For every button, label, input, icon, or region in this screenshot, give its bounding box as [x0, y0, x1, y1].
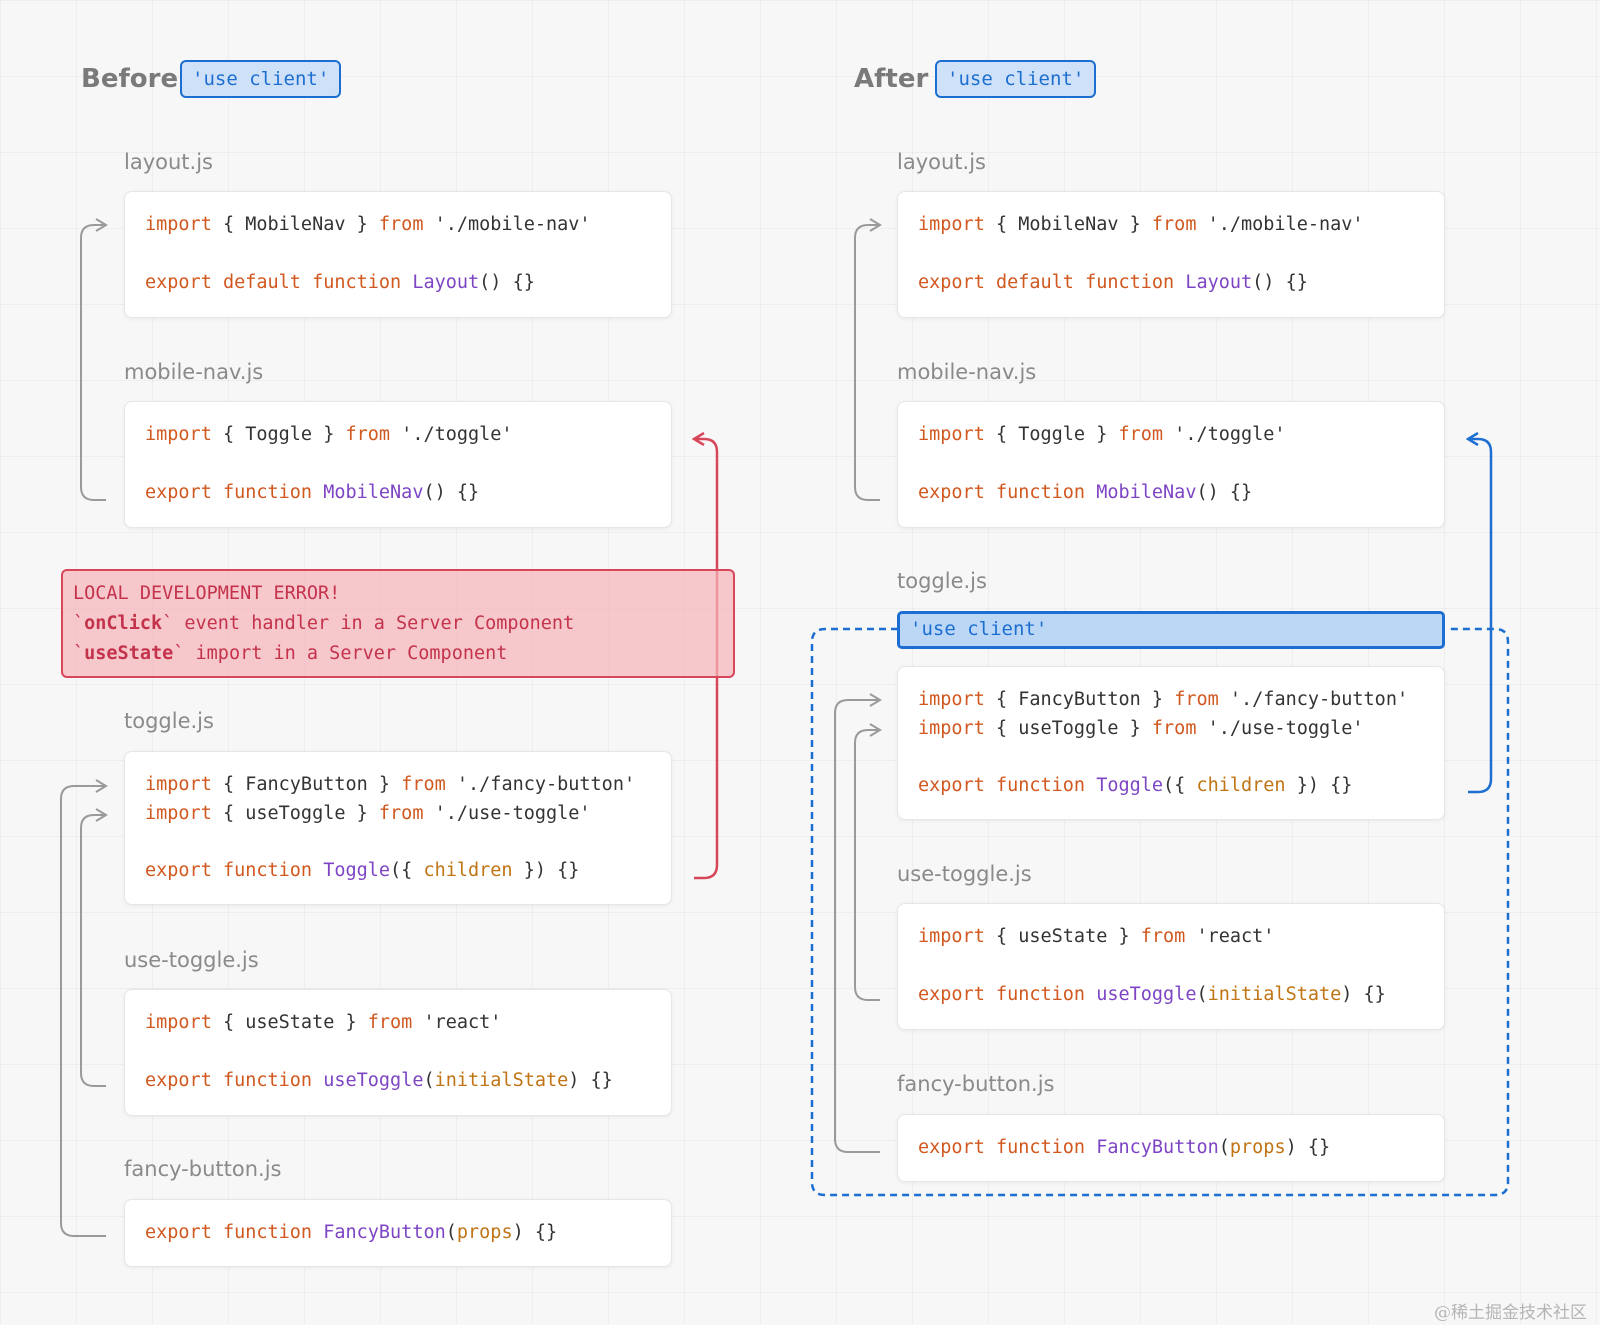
- code-line: export function useToggle(initialState) …: [918, 984, 1386, 1005]
- watermark: @稀土掘金技术社区: [1434, 1303, 1587, 1323]
- error-box: LOCAL DEVELOPMENT ERROR! `onClick` event…: [61, 569, 735, 678]
- before-use-client-badge: 'use client': [180, 60, 342, 98]
- before-file-label-toggle: toggle.js: [124, 709, 214, 733]
- code-line: import { useToggle } from './use-toggle': [145, 803, 591, 824]
- code-line: import { useState } from 'react': [918, 926, 1275, 947]
- after-file-label-layout: layout.js: [897, 150, 986, 174]
- use-client-directive: 'use client': [897, 611, 1445, 649]
- code-line: export function MobileNav() {}: [918, 482, 1253, 503]
- error-title: LOCAL DEVELOPMENT ERROR!: [73, 583, 341, 604]
- after-heading: After: [854, 64, 929, 94]
- after-file-label-toggle: toggle.js: [897, 569, 987, 593]
- code-line: import { FancyButton } from './fancy-but…: [145, 774, 636, 795]
- connector-layout-mobilenav: [80, 218, 108, 501]
- code-line: export function FancyButton(props) {}: [145, 1222, 558, 1243]
- connector-after-toggle-fancybutton: [834, 693, 882, 1153]
- after-code-fancy-button: export function FancyButton(props) {}: [897, 1114, 1445, 1182]
- code-line: import { Toggle } from './toggle': [145, 424, 513, 445]
- before-heading: Before: [81, 64, 179, 94]
- before-file-label-layout: layout.js: [124, 150, 213, 174]
- after-code-mobile-nav: import { Toggle } from './toggle' export…: [897, 401, 1445, 528]
- after-file-label-mobile-nav: mobile-nav.js: [897, 360, 1037, 384]
- code-line: export function Toggle({ children }) {}: [918, 775, 1353, 796]
- after-use-client-badge: 'use client': [935, 60, 1097, 98]
- after-code-layout: import { MobileNav } from './mobile-nav'…: [897, 191, 1445, 318]
- before-code-toggle: import { FancyButton } from './fancy-but…: [124, 751, 672, 905]
- code-line: export function Toggle({ children }) {}: [145, 860, 580, 881]
- before-code-use-toggle: import { useState } from 'react' export …: [124, 989, 672, 1116]
- client-boundary-connector: [1468, 439, 1493, 794]
- connector-toggle-fancybutton: [60, 779, 108, 1237]
- before-code-fancy-button: export function FancyButton(props) {}: [124, 1199, 672, 1267]
- code-line: import { Toggle } from './toggle': [918, 424, 1286, 445]
- code-line: import { useToggle } from './use-toggle': [918, 718, 1364, 739]
- after-code-toggle: import { FancyButton } from './fancy-but…: [897, 666, 1445, 820]
- code-line: export default function Layout() {}: [918, 272, 1308, 293]
- code-line: import { MobileNav } from './mobile-nav': [145, 214, 591, 235]
- code-line: export default function Layout() {}: [145, 272, 535, 293]
- code-line: export function FancyButton(props) {}: [918, 1137, 1331, 1158]
- client-boundary-dashed: [810, 627, 1510, 1197]
- connector-after-layout-mobilenav: [854, 218, 882, 501]
- before-code-mobile-nav: import { Toggle } from './toggle' export…: [124, 401, 672, 528]
- before-code-layout: import { MobileNav } from './mobile-nav'…: [124, 191, 672, 318]
- after-file-label-fancy-button: fancy-button.js: [897, 1072, 1055, 1096]
- connector-after-toggle-usetoggle: [854, 723, 882, 1001]
- before-file-label-fancy-button: fancy-button.js: [124, 1157, 282, 1181]
- code-line: import { MobileNav } from './mobile-nav': [918, 214, 1364, 235]
- before-file-label-mobile-nav: mobile-nav.js: [124, 360, 264, 384]
- after-file-label-use-toggle: use-toggle.js: [897, 862, 1032, 886]
- error-line-onclick: `onClick` event handler in a Server Comp…: [73, 613, 575, 634]
- error-line-usestate: `useState` import in a Server Component: [73, 643, 508, 664]
- after-code-use-toggle: import { useState } from 'react' export …: [897, 903, 1445, 1030]
- code-line: import { useState } from 'react': [145, 1012, 502, 1033]
- code-line: export function MobileNav() {}: [145, 482, 480, 503]
- code-line: export function useToggle(initialState) …: [145, 1070, 613, 1091]
- connector-toggle-usetoggle: [80, 808, 108, 1087]
- code-line: import { FancyButton } from './fancy-but…: [918, 689, 1409, 710]
- before-file-label-use-toggle: use-toggle.js: [124, 948, 259, 972]
